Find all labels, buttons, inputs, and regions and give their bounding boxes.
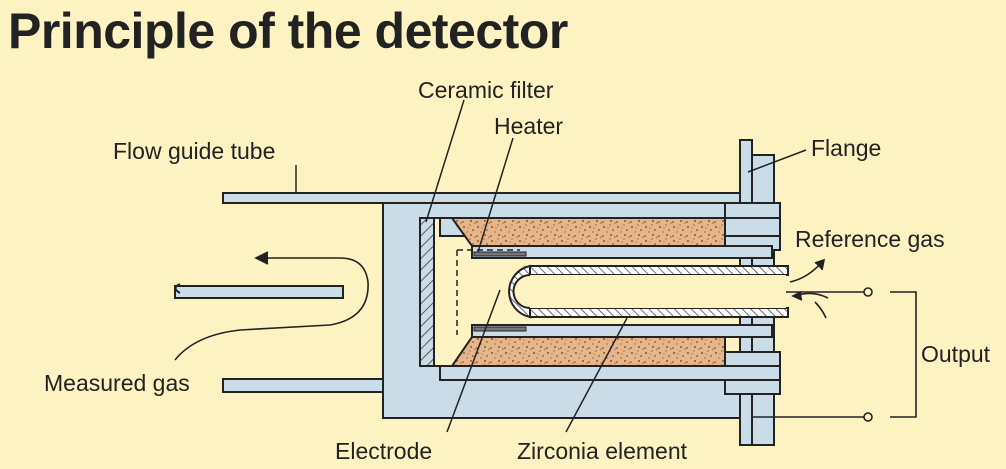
- heater-lower: [450, 336, 726, 367]
- label-heater: Heater: [494, 113, 563, 139]
- label-flow-guide-tube: Flow guide tube: [113, 138, 275, 164]
- ceramic-filter: [419, 217, 435, 367]
- label-output: Output: [921, 341, 991, 367]
- label-zirconia-element: Zirconia element: [517, 438, 688, 464]
- heater-upper: [450, 217, 726, 247]
- label-reference-gas: Reference gas: [795, 226, 945, 252]
- page-title: Principle of the detector: [8, 3, 568, 59]
- electrode: [473, 251, 527, 257]
- label-ceramic-filter: Ceramic filter: [418, 77, 554, 103]
- flow-guide-tube: [222, 192, 741, 204]
- label-flange: Flange: [811, 135, 881, 161]
- label-measured-gas: Measured gas: [44, 370, 190, 396]
- label-electrode: Electrode: [335, 438, 432, 464]
- zirconia-element: [529, 265, 789, 276]
